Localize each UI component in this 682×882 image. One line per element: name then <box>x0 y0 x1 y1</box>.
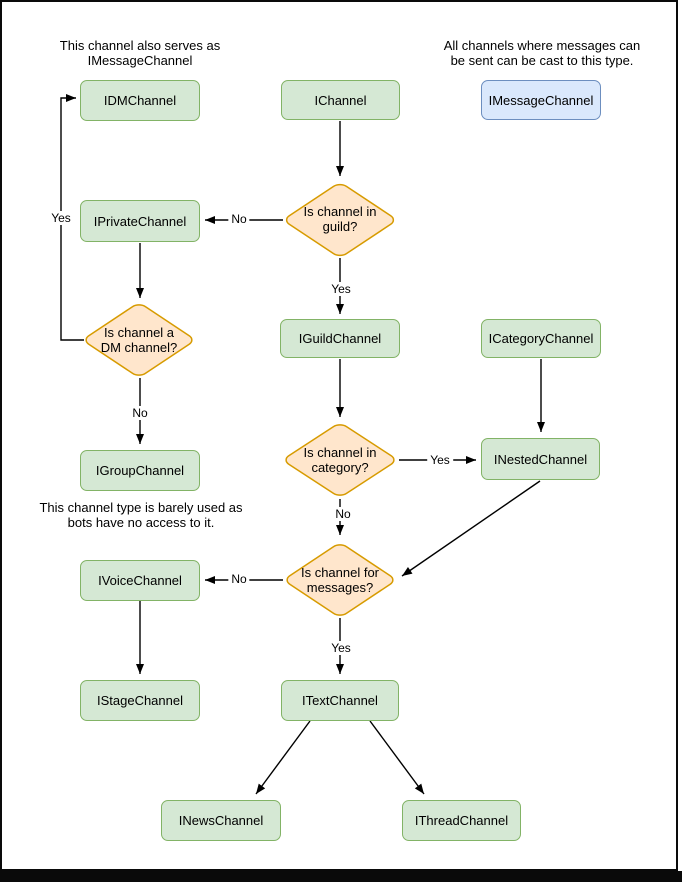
node-ichannel[interactable]: IChannel <box>281 80 400 120</box>
edge-label-for-messages-yes: Yes <box>328 641 354 655</box>
node-idmchannel[interactable]: IDMChannel <box>80 80 200 121</box>
edge-inestedchannel-to-for-messages <box>401 480 541 577</box>
decision-is-dm-label: Is channel a DM channel? <box>100 325 178 355</box>
edge-label-is-dm-yes: Yes <box>48 211 74 225</box>
decision-for-messages-label: Is channel for messages? <box>300 565 380 595</box>
edge-itextchannel-to-inewschannel <box>255 720 311 795</box>
node-ivoicechannel[interactable]: IVoiceChannel <box>80 560 200 601</box>
node-inestedchannel[interactable]: INestedChannel <box>481 438 600 480</box>
node-inewschannel[interactable]: INewsChannel <box>161 800 281 841</box>
decision-in-category-shape[interactable] <box>282 422 397 497</box>
decision-for-messages-shape[interactable] <box>283 542 396 617</box>
edge-label-in-category-no: No <box>332 507 354 521</box>
edge-label-in-guild-yes: Yes <box>328 282 354 296</box>
edge-label-in-guild-no: No <box>228 212 250 226</box>
annotation-message-note: All channels where messages can be sent … <box>443 38 641 68</box>
node-iprivatechannel[interactable]: IPrivateChannel <box>80 200 200 242</box>
node-istagechannel[interactable]: IStageChannel <box>80 680 200 721</box>
annotation-group-note: This channel type is barely used as bots… <box>39 500 243 530</box>
node-ithreadchannel[interactable]: IThreadChannel <box>402 800 521 841</box>
decision-in-guild-shape[interactable] <box>283 182 397 258</box>
node-icategorychannel[interactable]: ICategoryChannel <box>481 319 601 358</box>
node-iguildchannel[interactable]: IGuildChannel <box>280 319 400 358</box>
node-imessagechannel[interactable]: IMessageChannel <box>481 80 601 120</box>
node-itextchannel[interactable]: ITextChannel <box>281 680 399 721</box>
edge-label-in-category-yes: Yes <box>427 453 453 467</box>
annotation-dm-note: This channel also serves as IMessageChan… <box>59 38 221 68</box>
page-edge <box>0 871 682 882</box>
edge-label-is-dm-no: No <box>129 406 151 420</box>
edge-label-for-messages-no: No <box>228 572 250 586</box>
edge-itextchannel-to-ithreadchannel <box>369 720 425 795</box>
decision-in-guild-label: Is channel in guild? <box>303 204 377 234</box>
decision-in-category-label: Is channel in category? <box>303 445 377 475</box>
decision-is-dm-shape[interactable] <box>82 302 195 377</box>
node-igroupchannel[interactable]: IGroupChannel <box>80 450 200 491</box>
